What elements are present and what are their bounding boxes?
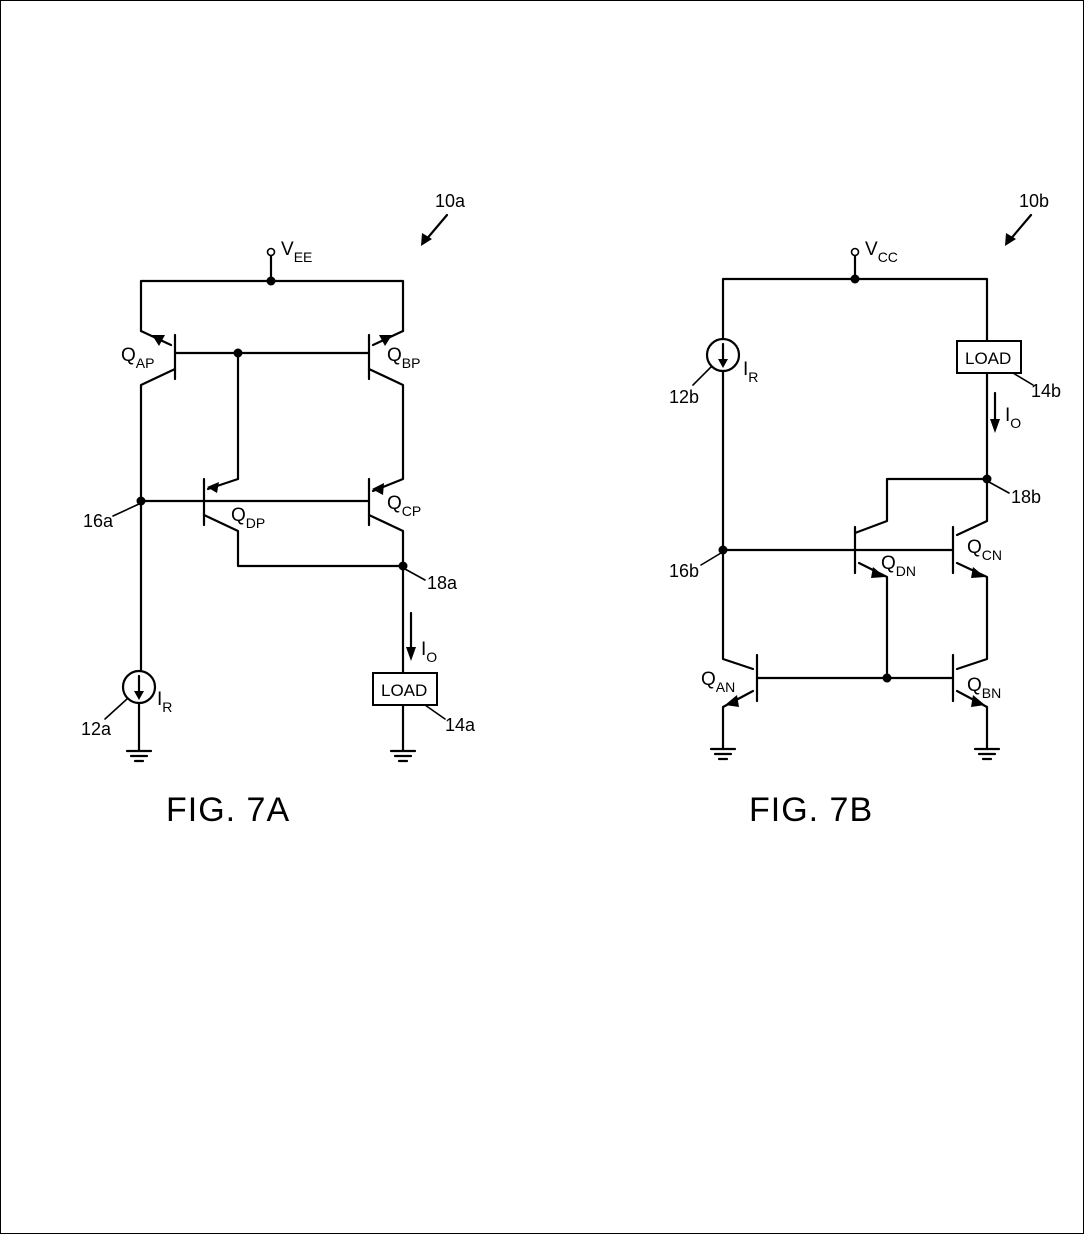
qdn-label: QDN bbox=[881, 553, 916, 579]
svg-text:LOAD: LOAD bbox=[965, 349, 1011, 368]
ground-icon bbox=[709, 747, 737, 761]
qdn-collector bbox=[853, 477, 989, 535]
qcp-label: QCP bbox=[387, 493, 421, 519]
svg-text:LOAD: LOAD bbox=[381, 681, 427, 700]
ref-10a-arrow bbox=[423, 213, 449, 243]
node-18b-ref: 18b bbox=[1011, 487, 1041, 507]
ground-icon bbox=[389, 749, 417, 763]
source-12b-ref: 12b bbox=[669, 387, 699, 407]
io-label-7b: IO bbox=[1005, 405, 1021, 431]
ref-10b: 10b bbox=[1019, 191, 1049, 211]
qbp-label: QBP bbox=[387, 345, 420, 371]
qan-collector bbox=[721, 649, 755, 671]
qcn-emitter bbox=[955, 561, 989, 653]
vcc-label: VCC bbox=[865, 239, 898, 265]
vcc-rail bbox=[721, 277, 989, 343]
qan-label: QAN bbox=[701, 669, 735, 695]
io-label: IO bbox=[421, 639, 437, 665]
qbp-collector bbox=[367, 367, 405, 473]
qcn-label: QCN bbox=[967, 537, 1002, 563]
node-16a-ref: 16a bbox=[83, 511, 114, 531]
load-14a bbox=[372, 672, 438, 706]
ref-10a: 10a bbox=[435, 191, 466, 211]
ground-icon bbox=[973, 747, 1001, 761]
vee-terminal bbox=[266, 247, 276, 257]
fig-7b-caption: FIG. 7B bbox=[749, 791, 873, 829]
qdp-collector bbox=[202, 513, 405, 568]
qcn-collector bbox=[955, 477, 989, 537]
node-18a-ref: 18a bbox=[427, 573, 458, 593]
ir-label-7a: IR bbox=[157, 689, 172, 715]
vcc-terminal bbox=[850, 247, 860, 257]
qdn-emitter bbox=[857, 561, 889, 680]
qap-collector bbox=[139, 367, 177, 503]
fig-7b: 10b VCC IR 12b LOAD 14b IO 18b bbox=[669, 191, 1061, 829]
qap-label: QAP bbox=[121, 345, 154, 371]
load-14b bbox=[956, 340, 1022, 374]
qdp-label: QDP bbox=[231, 505, 265, 531]
qbn-collector bbox=[955, 649, 989, 671]
ref-10b-arrow bbox=[1007, 213, 1033, 243]
ir-label-7b: IR bbox=[743, 359, 758, 385]
qan-emitter bbox=[721, 689, 755, 751]
node-16b-ref: 16b bbox=[669, 561, 699, 581]
vee-label: VEE bbox=[281, 239, 312, 265]
ground-icon bbox=[125, 749, 153, 763]
qcp-collector bbox=[367, 513, 405, 568]
fig-7a-caption: FIG. 7A bbox=[166, 791, 290, 829]
vee-rail bbox=[139, 279, 405, 333]
fig-7a: 10a VEE QAP QBP QDP bbox=[81, 191, 476, 829]
qbn-label: QBN bbox=[967, 675, 1001, 701]
qbn-emitter bbox=[955, 689, 989, 751]
load-14b-ref: 14b bbox=[1031, 381, 1061, 401]
source-12a-ref: 12a bbox=[81, 719, 112, 739]
load-14a-ref: 14a bbox=[445, 715, 476, 735]
